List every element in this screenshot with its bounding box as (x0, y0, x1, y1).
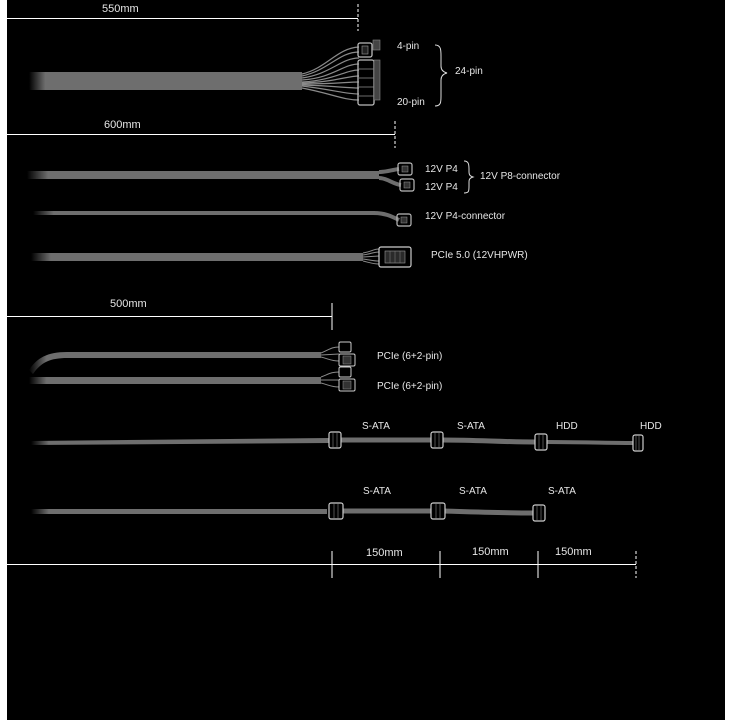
cable-diagram: 550mm 600mm 500mm 150mm 150mm 150mm 4-pi… (7, 0, 725, 720)
label-pcie-8pin-2: PCIe (6+2-pin) (377, 381, 443, 392)
label-12v-p4-b: 12V P4 (425, 182, 458, 193)
dimension-line-segments (7, 551, 637, 578)
cable-drawing (7, 4, 644, 578)
label-pcie5: PCIe 5.0 (12VHPWR) (431, 250, 528, 261)
label-hdd-2: HDD (640, 421, 662, 432)
label-sata-3: S-ATA (363, 486, 391, 497)
label-sata-2: S-ATA (457, 421, 485, 432)
dimension-line-600 (7, 121, 396, 148)
segment-150-label-3: 150mm (555, 546, 592, 558)
dimension-600-label: 600mm (104, 119, 141, 131)
label-12v-p4-a: 12V P4 (425, 164, 458, 175)
p4-cable (33, 211, 412, 227)
label-20-pin: 20-pin (397, 97, 425, 108)
label-pcie-8pin-1: PCIe (6+2-pin) (377, 351, 443, 362)
label-hdd-1: HDD (556, 421, 578, 432)
eps-p8-cable (27, 160, 475, 194)
label-sata-4: S-ATA (459, 486, 487, 497)
label-12v-p4-connector: 12V P4-connector (425, 211, 506, 222)
atx-24pin-cable (29, 39, 448, 107)
dimension-550-label: 550mm (102, 3, 139, 15)
segment-150-label-1: 150mm (366, 547, 403, 559)
segment-150-label-2: 150mm (472, 546, 509, 558)
dimension-line-500 (7, 303, 333, 330)
label-sata-1: S-ATA (362, 421, 390, 432)
label-sata-5: S-ATA (548, 486, 576, 497)
dimension-500-label: 500mm (110, 298, 147, 310)
pcie-8pin-cable-1 (29, 341, 356, 374)
label-12v-p8: 12V P8-connector (480, 171, 561, 182)
label-24-pin: 24-pin (455, 66, 483, 77)
sata-hdd-chain-cable (31, 431, 644, 452)
pcie5-cable (31, 246, 412, 268)
dimension-line-550 (7, 4, 359, 31)
sata-chain-cable (31, 502, 546, 522)
label-4-pin: 4-pin (397, 41, 420, 52)
pcie-8pin-cable-2 (29, 366, 356, 392)
